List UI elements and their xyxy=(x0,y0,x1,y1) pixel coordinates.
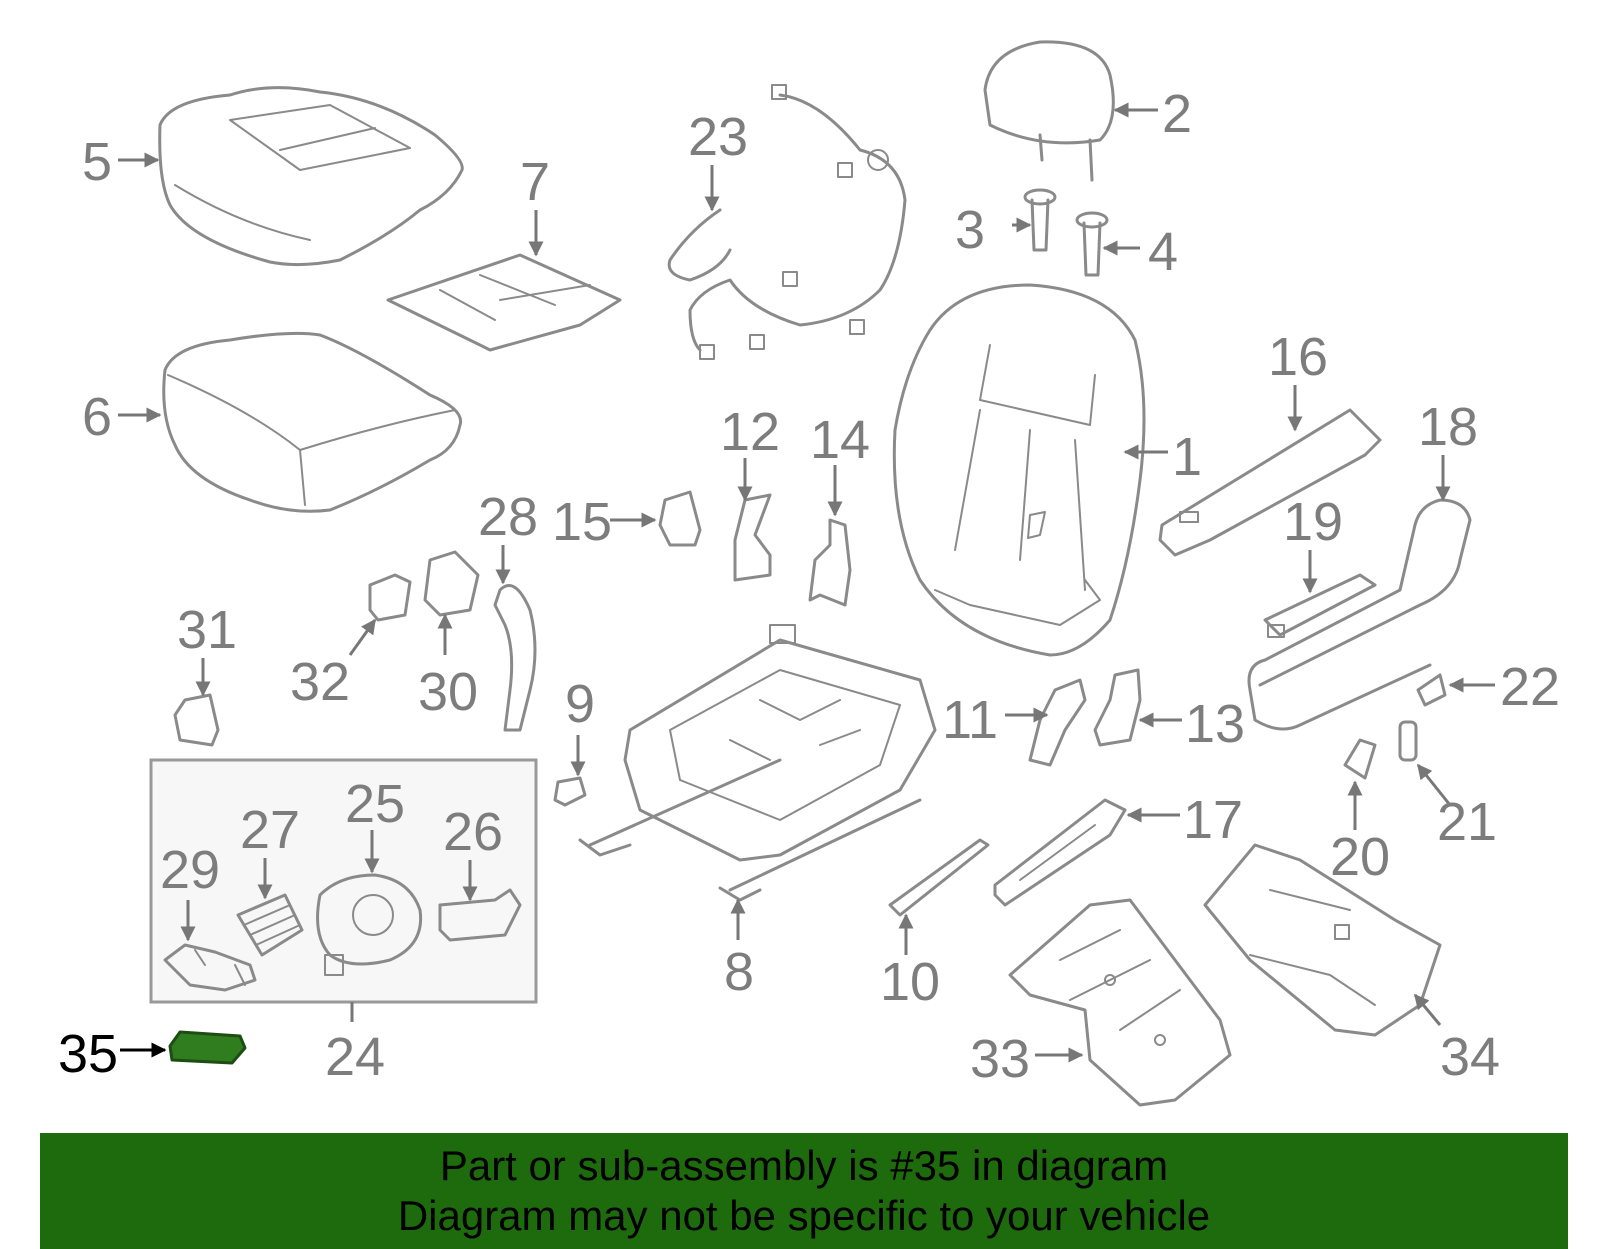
callout-6[interactable]: 6 xyxy=(82,387,112,447)
callout-27[interactable]: 27 xyxy=(240,800,300,860)
part-23-wiring-harness[interactable] xyxy=(667,84,907,360)
banner-line-2: Diagram may not be specific to your vehi… xyxy=(397,1192,1211,1239)
part-12-cover[interactable] xyxy=(733,493,772,582)
callout-32[interactable]: 32 xyxy=(290,652,350,712)
part-16-upper-rail-cover[interactable] xyxy=(1158,408,1382,557)
part-1-seat-back-assembly[interactable] xyxy=(892,283,1146,657)
callout-11[interactable]: 11 xyxy=(942,690,998,750)
callout-17[interactable]: 17 xyxy=(1183,790,1243,850)
callout-10[interactable]: 10 xyxy=(880,952,940,1012)
part-8-seat-adjuster-frame[interactable] xyxy=(578,624,937,902)
callout-21[interactable]: 21 xyxy=(1437,792,1497,852)
part-34-seat-tray[interactable] xyxy=(1203,843,1442,1037)
callout-8[interactable]: 8 xyxy=(724,942,754,1002)
part-25-blower-fan[interactable] xyxy=(316,873,423,976)
leader-32 xyxy=(348,618,377,656)
part-3-headrest-guide[interactable] xyxy=(1023,188,1057,252)
callout-30[interactable]: 30 xyxy=(418,662,478,722)
leader-21 xyxy=(1416,763,1452,806)
callout-23[interactable]: 23 xyxy=(688,107,748,167)
callout-31[interactable]: 31 xyxy=(177,600,237,660)
part-19-power-seat-switch[interactable] xyxy=(1263,573,1377,638)
part-11-cover[interactable] xyxy=(1028,678,1087,767)
callout-35[interactable]: 35 xyxy=(58,1024,118,1084)
part-18-seat-side-shield[interactable] xyxy=(1247,498,1472,731)
callout-4[interactable]: 4 xyxy=(1148,222,1178,282)
callout-22[interactable]: 22 xyxy=(1500,657,1560,717)
callout-25[interactable]: 25 xyxy=(345,774,405,834)
part-32-cover[interactable] xyxy=(368,573,412,622)
part-29-bracket[interactable] xyxy=(163,943,257,992)
part-9-clip[interactable] xyxy=(553,776,587,807)
leader-34 xyxy=(1413,993,1442,1026)
part-2-headrest[interactable] xyxy=(983,40,1115,182)
callout-12[interactable]: 12 xyxy=(720,402,780,462)
callout-24[interactable]: 24 xyxy=(325,1027,385,1087)
callout-18[interactable]: 18 xyxy=(1418,397,1478,457)
part-33-lower-bracket-plate[interactable] xyxy=(1008,898,1232,1107)
part-26-duct[interactable] xyxy=(438,888,522,942)
part-13-cover[interactable] xyxy=(1093,668,1142,747)
part-14-cover[interactable] xyxy=(808,518,852,607)
callout-19[interactable]: 19 xyxy=(1283,492,1343,552)
part-17-rail-cover[interactable] xyxy=(993,798,1127,907)
callout-33[interactable]: 33 xyxy=(970,1029,1030,1089)
part-6-seat-cushion-pad[interactable] xyxy=(162,331,463,513)
callout-16[interactable]: 16 xyxy=(1268,327,1328,387)
callout-26[interactable]: 26 xyxy=(443,802,503,862)
callout-1[interactable]: 1 xyxy=(1172,427,1202,487)
part-22-knob[interactable] xyxy=(1416,673,1447,707)
part-15-cover[interactable] xyxy=(658,490,702,547)
callout-13[interactable]: 13 xyxy=(1185,694,1245,754)
part-27-duct[interactable] xyxy=(236,893,304,957)
part-10-rail-bar[interactable] xyxy=(888,838,990,917)
banner-line-1: Part or sub-assembly is #35 in diagram xyxy=(439,1142,1169,1189)
part-35-highlighted-module[interactable] xyxy=(168,1030,247,1065)
part-4-headrest-guide-locking[interactable] xyxy=(1075,211,1109,277)
part-21-knob[interactable] xyxy=(1398,720,1418,762)
part-28-air-duct[interactable] xyxy=(493,584,537,732)
callout-5[interactable]: 5 xyxy=(82,132,112,192)
part-7-cushion-heater-pad[interactable] xyxy=(386,253,622,352)
callout-29[interactable]: 29 xyxy=(160,840,220,900)
callout-34[interactable]: 34 xyxy=(1440,1027,1500,1087)
callout-20[interactable]: 20 xyxy=(1330,827,1390,887)
part-5-seat-cushion-cover[interactable] xyxy=(158,86,464,267)
part-30-air-duct[interactable] xyxy=(423,550,480,617)
callout-15[interactable]: 15 xyxy=(552,492,612,552)
part-31-clip[interactable] xyxy=(173,693,220,747)
callout-28[interactable]: 28 xyxy=(478,487,538,547)
part-20-knob[interactable] xyxy=(1343,738,1377,780)
callout-14[interactable]: 14 xyxy=(810,410,870,470)
callout-9[interactable]: 9 xyxy=(565,674,595,734)
callout-7[interactable]: 7 xyxy=(520,152,550,212)
info-banner: Part or sub-assembly is #35 in diagram D… xyxy=(40,1133,1568,1249)
callout-2[interactable]: 2 xyxy=(1162,84,1192,144)
callout-3[interactable]: 3 xyxy=(955,200,985,260)
